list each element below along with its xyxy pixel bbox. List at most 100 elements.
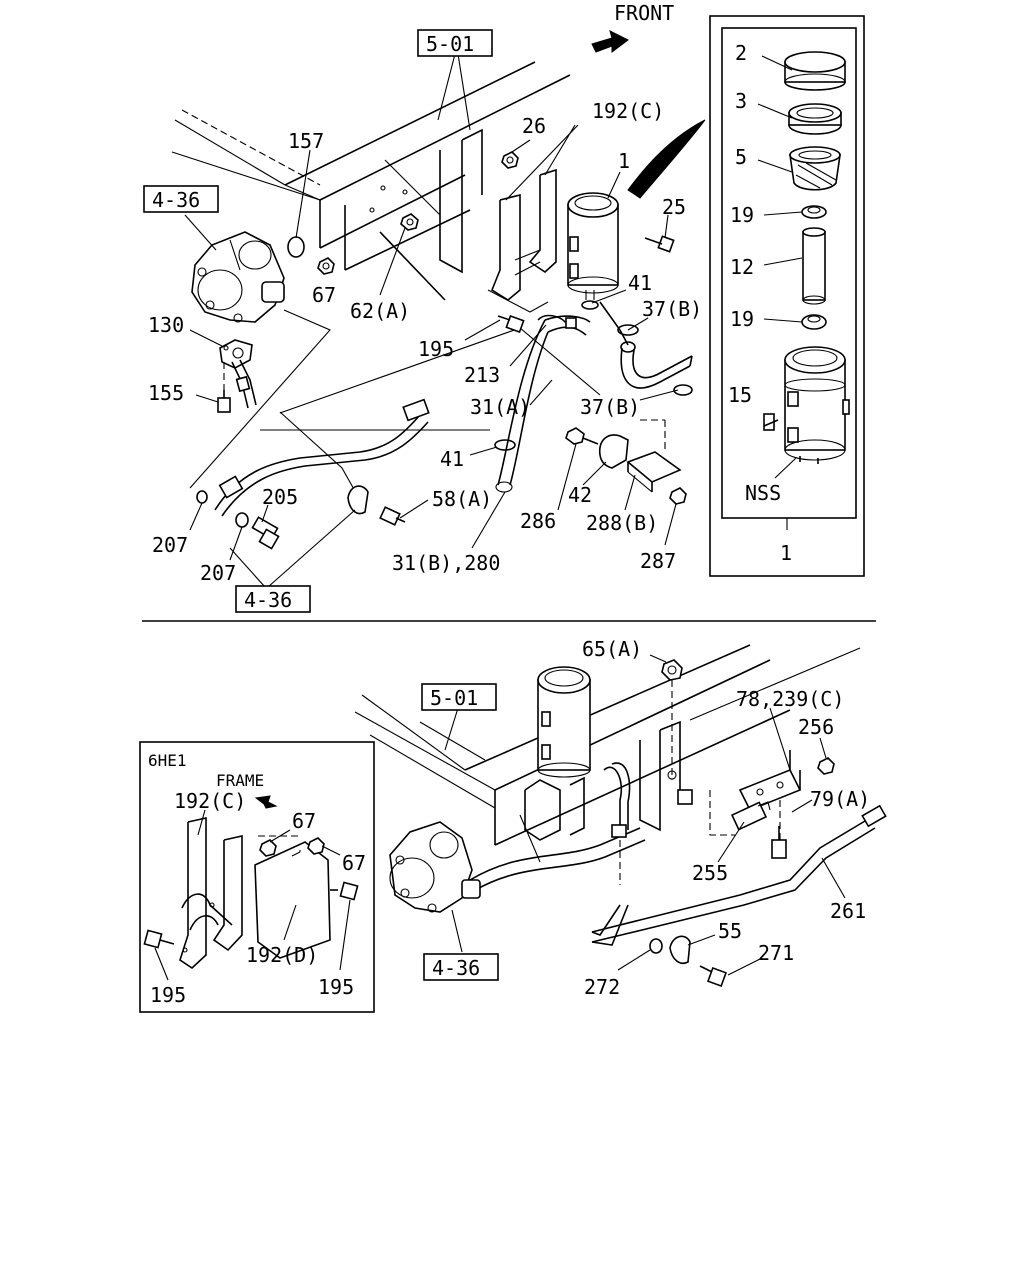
hoses-bottom: [469, 680, 693, 893]
bracket-78: [709, 750, 802, 836]
ref-4-36-mid-text: 4-36: [244, 588, 292, 612]
nut-256: [817, 757, 835, 775]
ref-box-4-36-bottom[interactable]: 4-36: [423, 953, 499, 981]
callout-65a: 65(A): [582, 637, 642, 661]
callout-157: 157: [288, 129, 324, 153]
callout-67-top: 67: [312, 283, 336, 307]
bolt-155: [217, 390, 231, 413]
callout-inset-195b: 195: [318, 975, 354, 999]
callout-78-239c: 78,239(C): [736, 687, 844, 711]
callout-kit-19a: 19: [730, 203, 754, 227]
bracket-192c-inset: [179, 817, 243, 970]
bolt-286: [565, 427, 599, 445]
filter-5: [789, 146, 841, 191]
callout-261: 261: [830, 899, 866, 923]
clip-15: [763, 413, 779, 431]
connector-255: [730, 800, 781, 840]
callout-130: 130: [148, 313, 184, 337]
reservoir-body: [784, 346, 850, 464]
callout-kit-12: 12: [730, 255, 754, 279]
pump-top: [191, 231, 285, 323]
nut-26: [501, 151, 519, 169]
ref-box-4-36-mid[interactable]: 4-36: [235, 585, 311, 613]
hose-37b: [599, 301, 693, 389]
front-label: FRONT: [614, 1, 674, 25]
callout-25: 25: [662, 195, 686, 219]
washer-207-b: [235, 512, 249, 528]
washer-207-a: [196, 490, 208, 504]
callout-inset-192c: 192(C): [174, 789, 246, 813]
callout-256: 256: [798, 715, 834, 739]
callout-kit-5: 5: [735, 145, 747, 169]
inset-frame-label: FRAME: [216, 771, 264, 790]
clamp-42: [598, 434, 629, 469]
ref-box-4-36-top[interactable]: 4-36: [143, 185, 219, 213]
callout-286: 286: [520, 509, 556, 533]
callout-37b-top: 37(B): [642, 297, 702, 321]
nut-65a: [661, 659, 683, 681]
callout-kit-15: 15: [728, 383, 752, 407]
callout-62a: 62(A): [350, 299, 410, 323]
callout-kit-3: 3: [735, 89, 747, 113]
plate-192d: [254, 841, 331, 959]
clamp-58a: [347, 485, 369, 515]
callout-41-top: 41: [628, 271, 652, 295]
callout-inset-192d: 192(D): [246, 943, 318, 967]
bolt-25: [644, 235, 675, 253]
callout-kit-2: 2: [735, 41, 747, 65]
clamp-37b-mid: [673, 384, 693, 396]
callout-26: 26: [522, 114, 546, 138]
callout-inset-195a: 195: [150, 983, 186, 1007]
nut-67-top: [317, 257, 335, 275]
callout-kit-1: 1: [780, 541, 792, 565]
nut-67-inset-b: [307, 837, 325, 855]
nut-62a: [400, 213, 419, 231]
bolt-195-inset-a: [143, 929, 175, 949]
bolt-271: [699, 965, 727, 987]
callout-205: 205: [262, 485, 298, 509]
callout-155: 155: [148, 381, 184, 405]
nut-67-inset-a: [259, 839, 277, 857]
gasket-3: [788, 103, 842, 135]
ref-box-5-01-bottom[interactable]: 5-01: [421, 683, 497, 711]
seal-19-b: [801, 314, 827, 330]
callout-31b-280: 31(B),280: [392, 551, 500, 575]
callout-1-tank: 1: [618, 149, 630, 173]
reservoir-tank-top: [567, 192, 619, 300]
flange-130: [219, 339, 253, 369]
ref-box-5-01-top[interactable]: 5-01: [417, 29, 493, 57]
callout-kit-nss: NSS: [745, 481, 781, 505]
repair-kit-box: [709, 15, 865, 577]
callout-58a: 58(A): [432, 487, 492, 511]
bolt-58a: [379, 506, 406, 526]
bolt-79a: [771, 826, 787, 859]
frame-rail-top: [171, 61, 571, 301]
inset-variant-label: 6HE1: [148, 751, 187, 770]
bolt-195-top: [497, 314, 525, 334]
callout-255: 255: [692, 861, 728, 885]
callout-213: 213: [464, 363, 500, 387]
clamp-37b-top: [617, 324, 639, 353]
ref-4-36-bottom-text: 4-36: [432, 956, 480, 980]
leader-lines-bottom: [444, 654, 846, 976]
frame-arrow-icon: [254, 795, 278, 809]
frame-rail-bottom: [354, 644, 861, 863]
inset-6he1: [139, 741, 375, 1013]
callout-271: 271: [758, 941, 794, 965]
bracket-288b: [626, 419, 682, 493]
kit-leader-arc: [627, 119, 706, 199]
bracket-192c: [487, 168, 557, 313]
o-ring-157: [287, 236, 305, 258]
nut-287: [669, 487, 687, 505]
cap-2: [784, 51, 846, 91]
callout-207-a: 207: [152, 533, 188, 557]
pump-bottom: [389, 821, 481, 913]
callout-42: 42: [568, 483, 592, 507]
callout-288b: 288(B): [586, 511, 658, 535]
leader-lines-top: [184, 53, 679, 588]
callout-31a: 31(A): [470, 395, 530, 419]
ref-4-36-top-text: 4-36: [152, 188, 200, 212]
ref-5-01-bottom-text: 5-01: [430, 686, 478, 710]
banjo-bolt-205: [251, 516, 280, 550]
